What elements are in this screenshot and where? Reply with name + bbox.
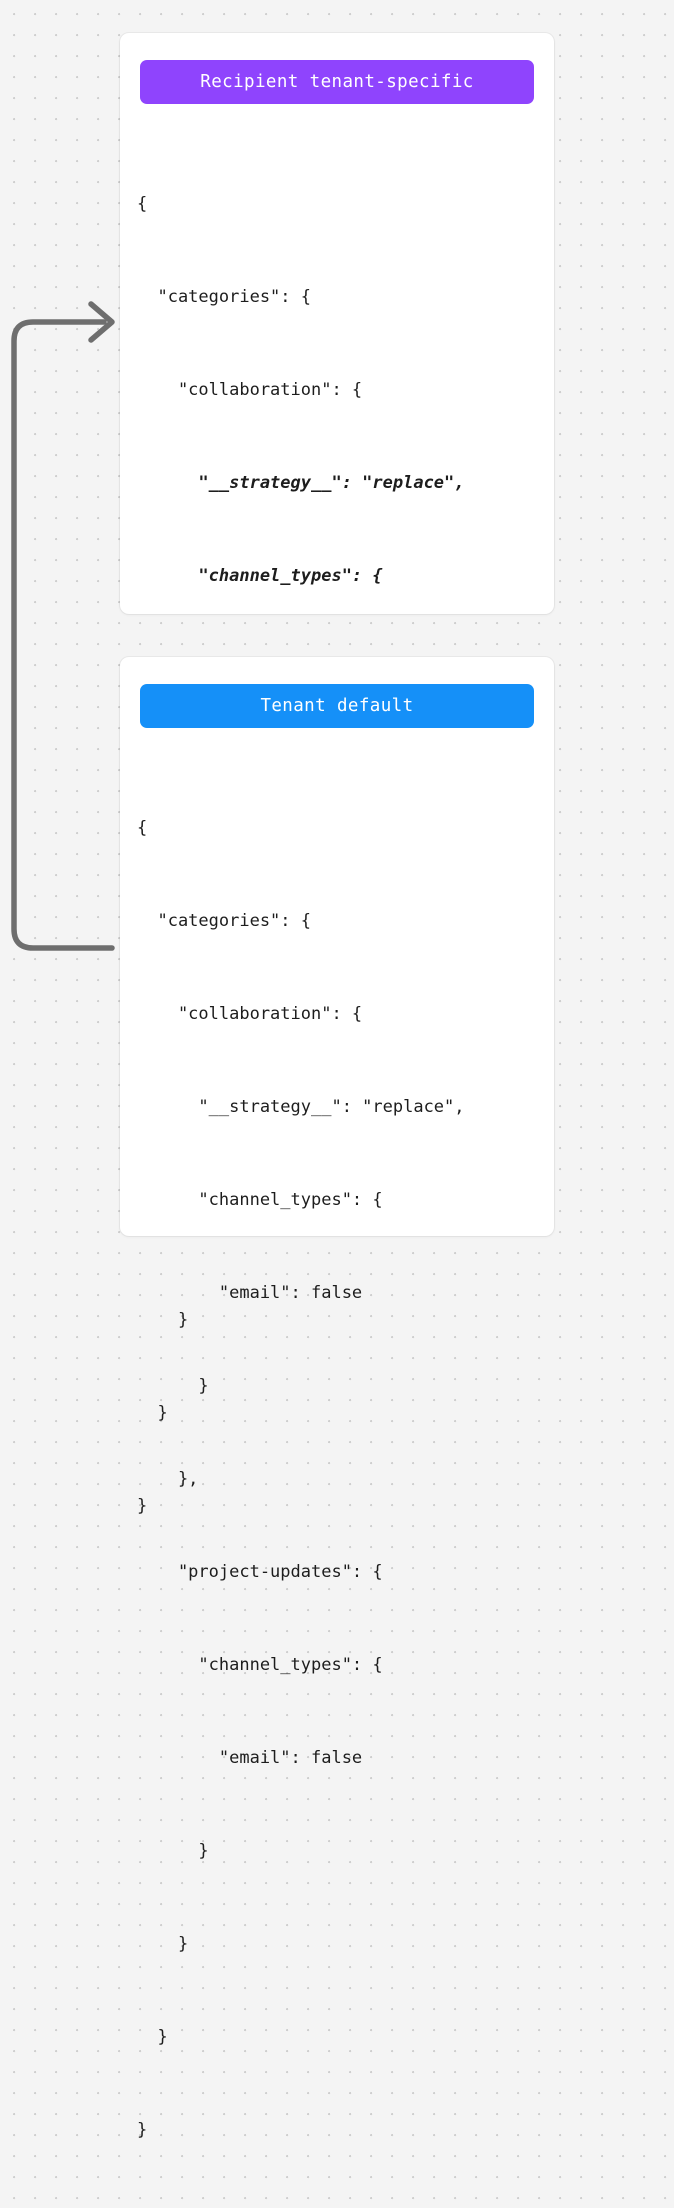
code-line: }	[137, 2120, 148, 2140]
code-line: }	[137, 1376, 209, 1396]
code-line: {	[137, 194, 148, 214]
card-header-recipient-tenant-specific: Recipient tenant-specific	[140, 60, 534, 104]
code-line: {	[137, 818, 148, 838]
card-tenant-default: Tenant default { "categories": { "collab…	[120, 657, 554, 2140]
code-line: "project-updates": {	[137, 1562, 383, 1582]
code-line: }	[137, 2027, 168, 2047]
code-line: }	[137, 1841, 209, 1861]
code-line: "collaboration": {	[137, 1004, 363, 1024]
card-recipient-tenant-specific: Recipient tenant-specific { "categories"…	[120, 33, 554, 1516]
code-line: }	[137, 1934, 189, 1954]
code-line-highlighted: "__strategy__": "replace",	[137, 473, 465, 493]
connector-arrow-path	[11, 319, 115, 951]
code-line: "channel_types": {	[137, 1190, 383, 1210]
code-line: "email": false	[137, 1748, 363, 1768]
code-line: "categories": {	[137, 287, 311, 307]
code-line: "email": false	[137, 1283, 363, 1303]
code-line: "collaboration": {	[137, 380, 363, 400]
code-line: "categories": {	[137, 911, 311, 931]
card-header-tenant-default: Tenant default	[140, 684, 534, 728]
code-line-highlighted: "channel_types": {	[137, 566, 383, 586]
code-line: "channel_types": {	[137, 1655, 383, 1675]
code-block-tenant-default: { "categories": { "collaboration": { "__…	[120, 751, 554, 2208]
code-line: },	[137, 1469, 199, 1489]
connector-arrow-head	[88, 301, 115, 343]
code-line: "__strategy__": "replace",	[137, 1097, 465, 1117]
